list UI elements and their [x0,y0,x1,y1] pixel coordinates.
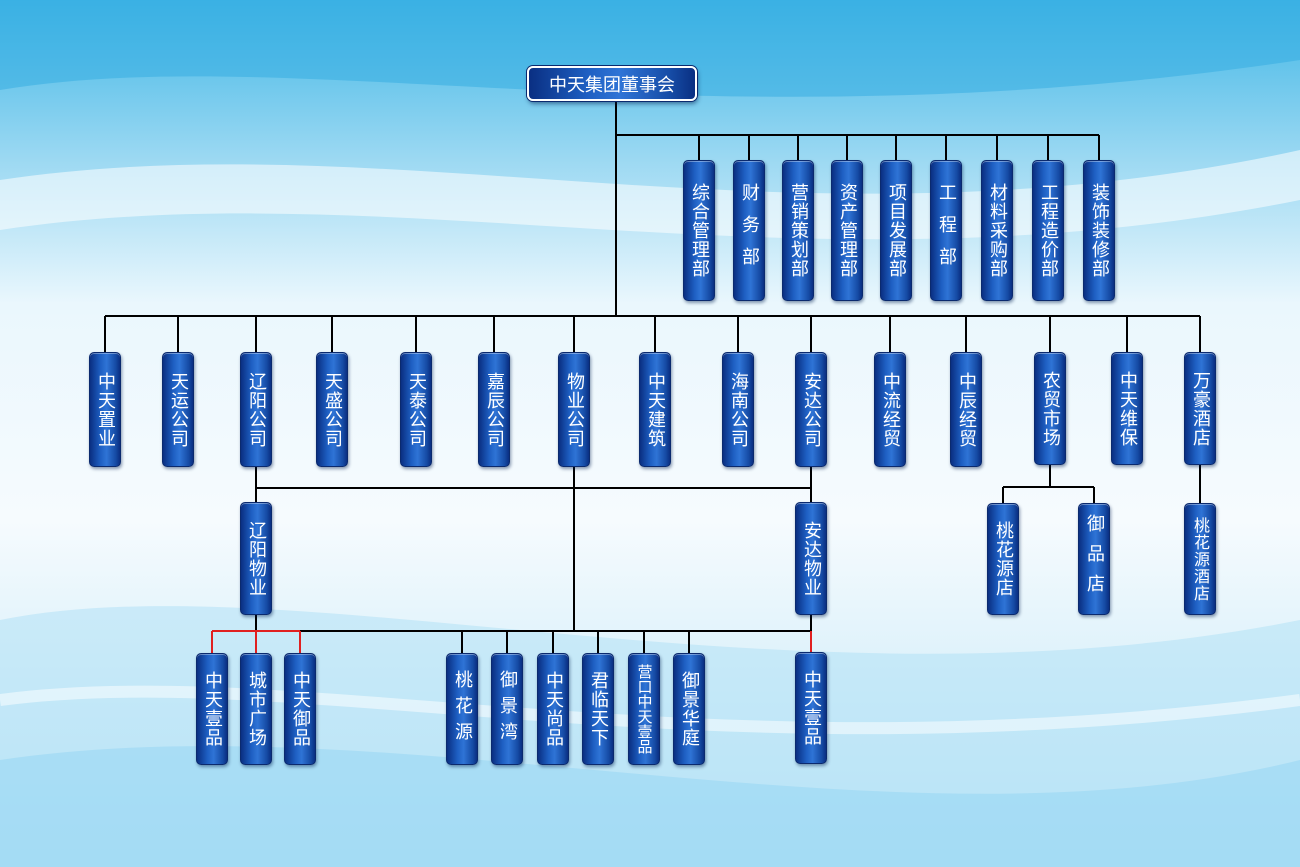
department-node: 营销策划部 [782,160,814,301]
department-node: 财务部 [733,160,765,301]
department-node: 装饰装修部 [1083,160,1115,301]
project-node: 城市广场 [240,653,272,765]
subsidiary-node: 辽阳物业 [240,502,272,615]
company-node: 万豪酒店 [1184,352,1216,465]
company-node: 中流经贸 [874,352,906,467]
subsidiary-node: 御品店 [1078,503,1110,615]
subsidiary-node: 安达物业 [795,502,827,615]
company-node: 中辰经贸 [950,352,982,467]
company-node: 中天建筑 [639,352,671,467]
root-node: 中天集团董事会 [527,66,697,101]
project-node: 桃花源 [446,653,478,765]
company-node: 天泰公司 [400,352,432,467]
department-node: 项目发展部 [880,160,912,301]
company-node: 农贸市场 [1034,352,1066,465]
department-node: 工程部 [930,160,962,301]
project-node: 御景华庭 [673,653,705,765]
project-node: 中天壹品 [795,652,827,764]
project-node: 营口中天壹品 [628,653,660,765]
subsidiary-node: 桃花源酒店 [1184,503,1216,615]
company-node: 海南公司 [722,352,754,467]
department-node: 资产管理部 [831,160,863,301]
company-node: 物业公司 [558,352,590,467]
project-node: 中天御品 [284,653,316,765]
company-node: 辽阳公司 [240,352,272,467]
company-node: 天盛公司 [316,352,348,467]
root-label: 中天集团董事会 [549,74,675,96]
company-node: 中天维保 [1111,352,1143,465]
project-node: 御景湾 [491,653,523,765]
company-node: 天运公司 [162,352,194,467]
company-node: 安达公司 [795,352,827,467]
company-node: 中天置业 [89,352,121,467]
subsidiary-node: 桃花源店 [987,503,1019,615]
project-node: 中天壹品 [196,653,228,765]
department-node: 综合管理部 [683,160,715,301]
department-node: 工程造价部 [1032,160,1064,301]
project-node: 君临天下 [582,653,614,765]
department-node: 材料采购部 [981,160,1013,301]
company-node: 嘉辰公司 [478,352,510,467]
project-node: 中天尚品 [537,653,569,765]
